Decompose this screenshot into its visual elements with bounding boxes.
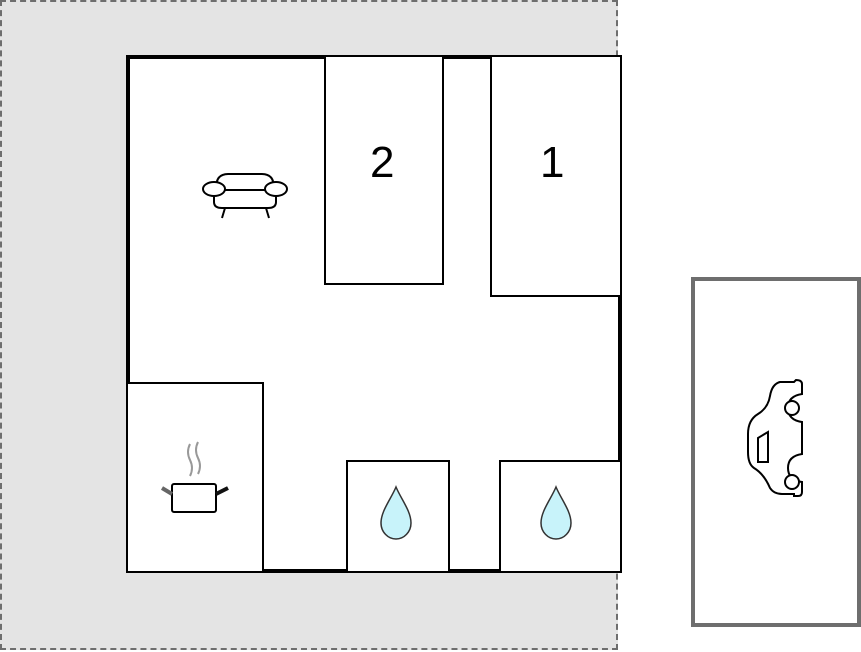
room-bedroom-2: 2: [324, 55, 444, 285]
room-label-1: 1: [540, 138, 565, 187]
cooking-pot-icon: [160, 441, 229, 513]
water-drop-icon: [380, 485, 412, 540]
room-kitchen: [126, 382, 264, 573]
room-label-2: 2: [370, 138, 395, 187]
sofa-icon: [202, 173, 288, 219]
room-bedroom-1: 1: [490, 55, 622, 297]
car-icon: [747, 378, 803, 497]
water-drop-icon: [540, 485, 572, 540]
